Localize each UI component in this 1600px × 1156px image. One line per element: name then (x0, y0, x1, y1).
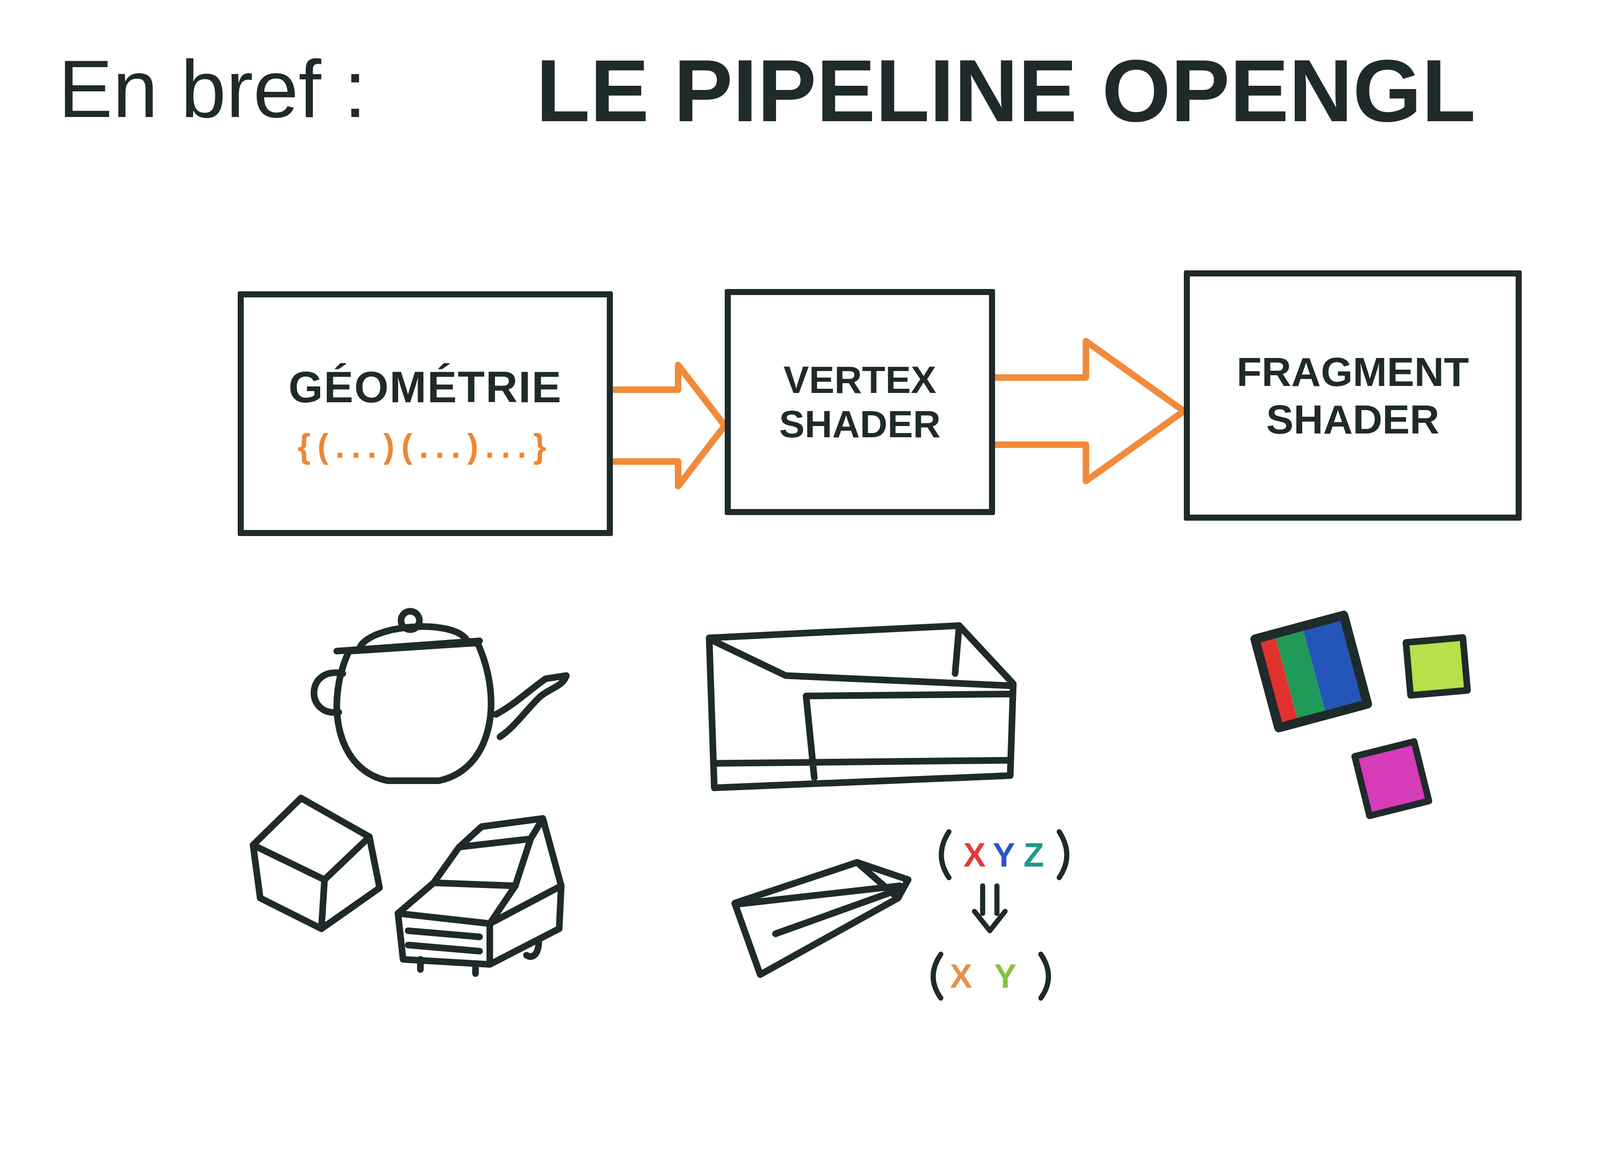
axis-letter: X (963, 836, 986, 874)
page-title: LE PIPELINE OPENGL (535, 41, 1476, 140)
node-title: VERTEX SHADER (744, 357, 976, 447)
axis-letter: Y (994, 957, 1017, 995)
box-prism (709, 625, 1014, 788)
car-grille (408, 930, 480, 952)
cube-front (253, 844, 325, 929)
heading-label: En bref : (58, 44, 367, 135)
pixel-border (1255, 615, 1368, 728)
teapot-body (336, 642, 492, 781)
cube-top (253, 797, 370, 880)
node-title: FRAGMENT SHADER (1203, 348, 1502, 443)
pixels (1255, 615, 1468, 816)
car-hood (398, 882, 516, 924)
rgb-pixel (1255, 615, 1368, 728)
prism-edges (711, 625, 1014, 778)
flow-arrow (995, 341, 1184, 481)
flow-arrow (612, 364, 725, 487)
bracket (1059, 831, 1067, 878)
lime-pixel (1406, 637, 1468, 696)
process-box: VERTEX SHADER (724, 288, 996, 516)
axis-letter: Y (992, 836, 1016, 874)
bracket (1040, 954, 1049, 998)
car-front (398, 913, 490, 965)
wedge (734, 862, 908, 975)
node-title: GÉOMÉTRIE (288, 361, 563, 413)
teapot-knob (400, 611, 419, 630)
bracket (941, 831, 949, 878)
teapot-spout (495, 675, 567, 737)
axis-letter: X (949, 957, 973, 995)
cube-side (321, 836, 380, 929)
teapot (314, 611, 567, 781)
wedge-edges (736, 862, 900, 934)
car (398, 818, 562, 974)
drawings (253, 611, 1468, 998)
car-cabin (433, 818, 562, 886)
process-box: FRAGMENT SHADER (1183, 270, 1522, 521)
cube (253, 797, 380, 929)
prism-outline (709, 625, 1014, 788)
projection-arrow (974, 885, 1006, 931)
bracket (933, 954, 941, 998)
car-wheels (420, 940, 539, 974)
magenta-pixel (1354, 741, 1429, 816)
brackets (933, 831, 1067, 998)
wedge-outline (734, 862, 908, 975)
axis-letter: Z (1023, 836, 1044, 874)
teapot-handle (314, 672, 344, 713)
process-box: GÉOMÉTRIE {(...)(...)...} (237, 291, 613, 536)
node-sequence: {(...)(...)...} (297, 426, 554, 466)
